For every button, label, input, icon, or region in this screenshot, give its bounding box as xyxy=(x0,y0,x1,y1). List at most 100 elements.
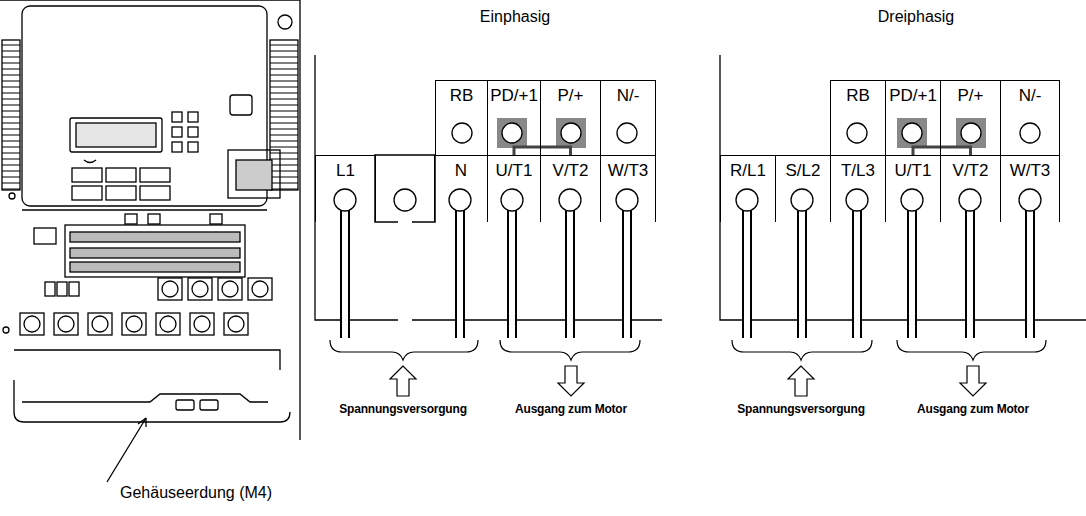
terminal-cell: L1 xyxy=(315,155,376,222)
flow-arrow xyxy=(390,366,986,396)
terminal-cell: N/- xyxy=(1000,80,1060,156)
inverter-housing xyxy=(158,278,182,300)
inverter-housing xyxy=(45,282,55,296)
inverter-housing xyxy=(236,160,272,190)
flow-label: Ausgang zum Motor xyxy=(917,402,1029,416)
terminal-cell: N xyxy=(434,155,488,222)
wire xyxy=(345,200,627,338)
terminal-screw xyxy=(846,189,868,211)
inverter-housing xyxy=(156,313,180,335)
terminal-cell: P/+ xyxy=(540,80,601,156)
terminal-screw xyxy=(561,123,581,143)
terminal-screw xyxy=(847,123,867,143)
terminal-cell: W/T3 xyxy=(600,155,656,222)
inverter-housing xyxy=(58,316,74,332)
flow-arrow xyxy=(788,366,814,396)
jumper-plate xyxy=(556,118,586,148)
terminal-screw xyxy=(736,189,758,211)
inverter-housing xyxy=(22,6,267,206)
brace xyxy=(897,340,1046,360)
inverter-housing xyxy=(140,168,170,182)
terminal-name: N xyxy=(435,156,487,181)
inverter-housing xyxy=(138,418,146,427)
wire xyxy=(398,200,412,340)
inverter-housing xyxy=(22,394,268,402)
inverter-housing xyxy=(188,278,212,300)
inverter-housing xyxy=(34,228,56,244)
inverter-housing xyxy=(0,0,300,482)
inverter-housing xyxy=(190,313,214,335)
inverter-housing xyxy=(162,281,178,297)
terminal-name: V/T2 xyxy=(541,156,600,181)
inverter-housing xyxy=(172,127,182,137)
inverter-housing xyxy=(228,316,244,332)
brace xyxy=(732,340,872,360)
inverter-housing xyxy=(9,193,15,199)
terminal-name: T/L3 xyxy=(831,156,885,181)
terminal-cell: S/L2 xyxy=(775,155,831,222)
inverter-housing xyxy=(230,95,252,115)
inverter-housing xyxy=(14,380,290,422)
inverter-housing xyxy=(69,282,79,296)
terminal-screw xyxy=(502,123,522,143)
terminal-cell: U/T1 xyxy=(885,155,941,222)
terminal-cell: PD/+1 xyxy=(885,80,941,156)
inverter-housing xyxy=(107,418,146,482)
inverter-housing xyxy=(70,232,240,242)
inverter-housing xyxy=(0,0,300,440)
inverter-housing xyxy=(14,350,280,370)
terminal-cell: V/T2 xyxy=(540,155,601,222)
terminal-frame xyxy=(315,55,662,320)
inverter-housing xyxy=(88,313,112,335)
terminal-screw xyxy=(616,189,638,211)
terminal-name: P/+ xyxy=(541,81,600,106)
flow-arrow xyxy=(960,366,986,396)
inverter-housing xyxy=(57,282,67,296)
inverter-housing xyxy=(22,209,267,210)
terminal-cell: T/L3 xyxy=(830,155,886,222)
inverter-housing xyxy=(188,127,198,137)
terminal-screw xyxy=(449,189,471,211)
flow-label: Spannungsversorgung xyxy=(339,402,467,416)
inverter-housing xyxy=(278,15,292,29)
inverter-housing xyxy=(228,150,280,198)
terminal-screw xyxy=(617,123,637,143)
terminal-name: S/L2 xyxy=(776,156,830,181)
terminal-name: U/T1 xyxy=(886,156,940,181)
jumper-plate xyxy=(497,118,527,148)
brace xyxy=(330,340,1046,360)
terminal-screw xyxy=(334,189,356,211)
inverter-housing xyxy=(148,214,160,224)
terminal-name: U/T1 xyxy=(488,156,540,181)
inverter-housing xyxy=(172,112,182,122)
inverter-housing xyxy=(106,186,136,200)
terminal-screw xyxy=(501,189,523,211)
wire xyxy=(345,200,1030,340)
inverter-housing xyxy=(54,313,78,335)
inverter-housing xyxy=(218,278,242,300)
terminal-cell: N/- xyxy=(600,80,656,156)
inverter-housing xyxy=(172,142,182,152)
wire xyxy=(345,200,1030,340)
inverter-housing xyxy=(72,186,102,200)
brace xyxy=(330,340,478,360)
inverter-housing xyxy=(70,262,240,272)
flow-label: Spannungsversorgung xyxy=(737,402,865,416)
inverter-housing xyxy=(84,160,96,163)
terminal-name: RB xyxy=(831,81,885,106)
terminal-name: W/T3 xyxy=(1001,156,1059,181)
terminal-name: N/- xyxy=(601,81,655,106)
terminal-screw xyxy=(901,189,923,211)
terminal-name: R/L1 xyxy=(721,156,775,181)
wire xyxy=(747,200,1030,338)
inverter-housing xyxy=(140,186,170,200)
inverter-housing xyxy=(24,316,40,332)
flow-label: Ausgang zum Motor xyxy=(515,402,627,416)
inverter-housing xyxy=(106,168,136,182)
inverter-housing xyxy=(122,313,146,335)
block-title: Einphasig xyxy=(480,8,550,26)
terminal-name: RB xyxy=(436,81,487,106)
terminal-screw xyxy=(961,123,981,143)
terminal-screw xyxy=(902,123,922,143)
